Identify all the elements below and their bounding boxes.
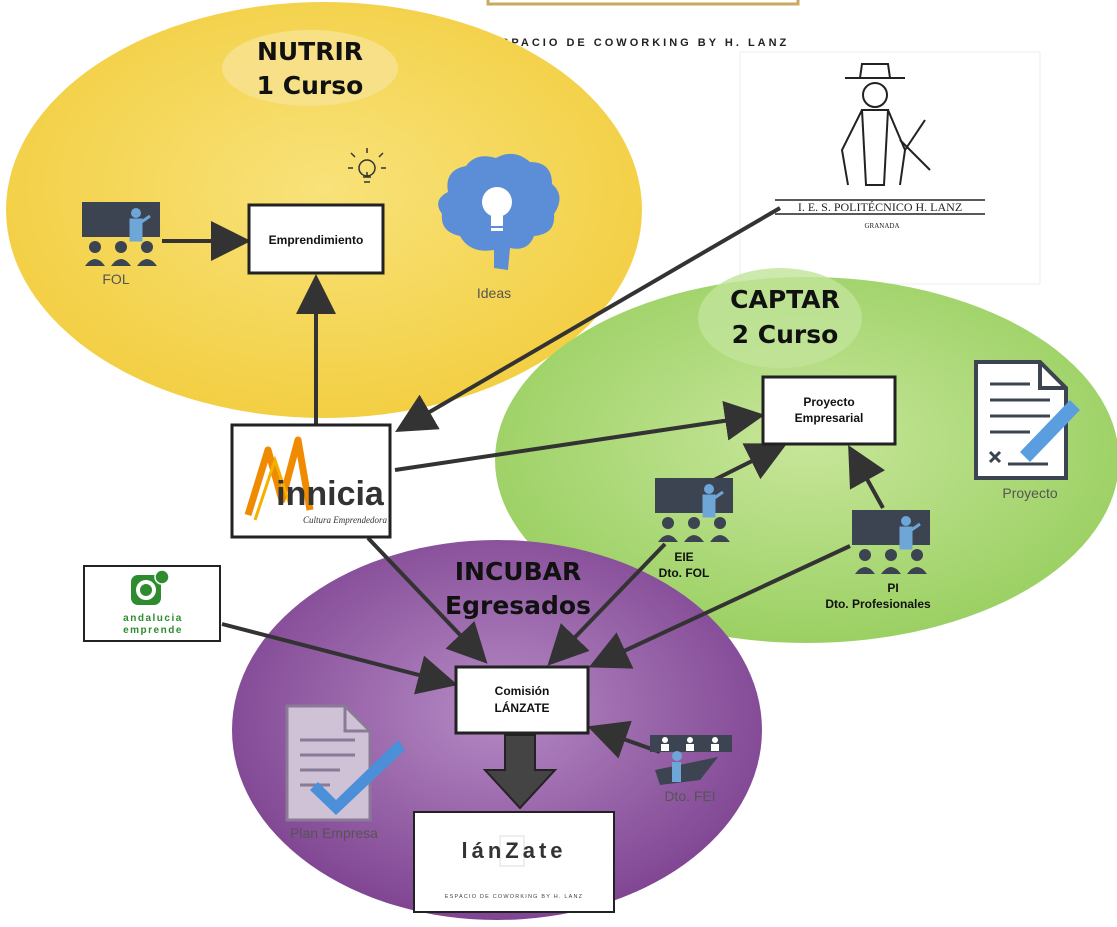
eie-label-line1: EIE bbox=[674, 550, 693, 564]
school-city: GRANADA bbox=[865, 222, 900, 230]
incubar-title: INCUBAR bbox=[455, 557, 582, 586]
arrow-school-innicia bbox=[395, 206, 782, 433]
lightbulb-icon bbox=[348, 148, 386, 183]
proyecto-empresarial-line2: Empresarial bbox=[795, 411, 864, 425]
arrow-pi-comision bbox=[588, 544, 851, 669]
ideas-label: Ideas bbox=[477, 285, 511, 301]
lanzate-tagline: ESPACIO DE COWORKING BY H. LANZ bbox=[445, 894, 583, 900]
school-logo: I. E. S. POLITÉCNICO H. LANZ GRANADA bbox=[739, 51, 1041, 285]
dto-fei-label: Dto. FEI bbox=[664, 788, 715, 804]
brain-idea-icon bbox=[438, 153, 560, 270]
captar-title: CAPTAR bbox=[730, 285, 840, 314]
pi-label-line2: Dto. Profesionales bbox=[825, 597, 931, 611]
innicia-word: innicia bbox=[276, 475, 385, 513]
presenter-icon-pi bbox=[852, 510, 930, 574]
arrow-innicia-proyecto bbox=[394, 400, 765, 472]
andalucia-emprende-logo: andalucia emprende bbox=[83, 565, 221, 642]
nutrir-title: NUTRIR bbox=[257, 37, 363, 66]
andalucia-line1: andalucia bbox=[123, 613, 183, 624]
connector-arrows bbox=[162, 206, 885, 759]
presenter-icon-eie bbox=[655, 478, 733, 542]
node-comision: Comisión LÁNZATE bbox=[454, 665, 590, 735]
arrow-eie-comision bbox=[547, 542, 667, 666]
proyecto-label: Proyecto bbox=[1002, 485, 1057, 501]
header-tagline: ESPACIO DE COWORKING BY H. LANZ bbox=[491, 37, 790, 49]
presenter-icon-fol bbox=[82, 202, 160, 266]
incubar-subtitle: Egresados bbox=[445, 591, 591, 620]
node-proyecto-empresarial: Proyecto Empresarial bbox=[761, 375, 897, 446]
arrow-andalucia-comision bbox=[221, 622, 458, 695]
fol-label: FOL bbox=[102, 271, 129, 287]
node-emprendimiento: Emprendimiento bbox=[247, 203, 385, 275]
comision-line1: Comisión bbox=[495, 684, 550, 698]
checked-document-icon bbox=[285, 704, 405, 822]
arrow-innicia-comision bbox=[366, 536, 488, 664]
andalucia-line2: emprende bbox=[123, 625, 183, 636]
meeting-icon-fei bbox=[650, 735, 732, 785]
eie-label-line2: Dto. FOL bbox=[659, 566, 710, 580]
lanzate-logo: lánZate ESPACIO DE COWORKING BY H. LANZ bbox=[413, 811, 615, 913]
proyecto-empresarial-line1: Proyecto bbox=[803, 395, 854, 409]
innicia-logo: innicia Cultura Emprendedora bbox=[230, 423, 392, 539]
arrow-fei-comision bbox=[587, 720, 661, 759]
zone-captar bbox=[495, 277, 1117, 643]
down-arrow-icon bbox=[482, 734, 558, 810]
document-pen-icon bbox=[974, 360, 1080, 480]
innicia-tagline: Cultura Emprendedora bbox=[303, 515, 387, 525]
lanzate-word: lánZate bbox=[461, 838, 566, 863]
arrow-pi-proyecto bbox=[848, 445, 885, 509]
emprendimiento-label: Emprendimiento bbox=[269, 233, 364, 247]
school-figure-icon bbox=[840, 63, 931, 186]
top-logo-frame bbox=[486, 0, 800, 6]
school-name: I. E. S. POLITÉCNICO H. LANZ bbox=[798, 200, 962, 214]
comision-line2: LÁNZATE bbox=[494, 700, 549, 715]
plan-empresa-label: Plan Empresa bbox=[290, 825, 378, 841]
nutrir-subtitle: 1 Curso bbox=[257, 71, 364, 100]
pi-label-line1: PI bbox=[887, 581, 898, 595]
captar-subtitle: 2 Curso bbox=[732, 320, 839, 349]
